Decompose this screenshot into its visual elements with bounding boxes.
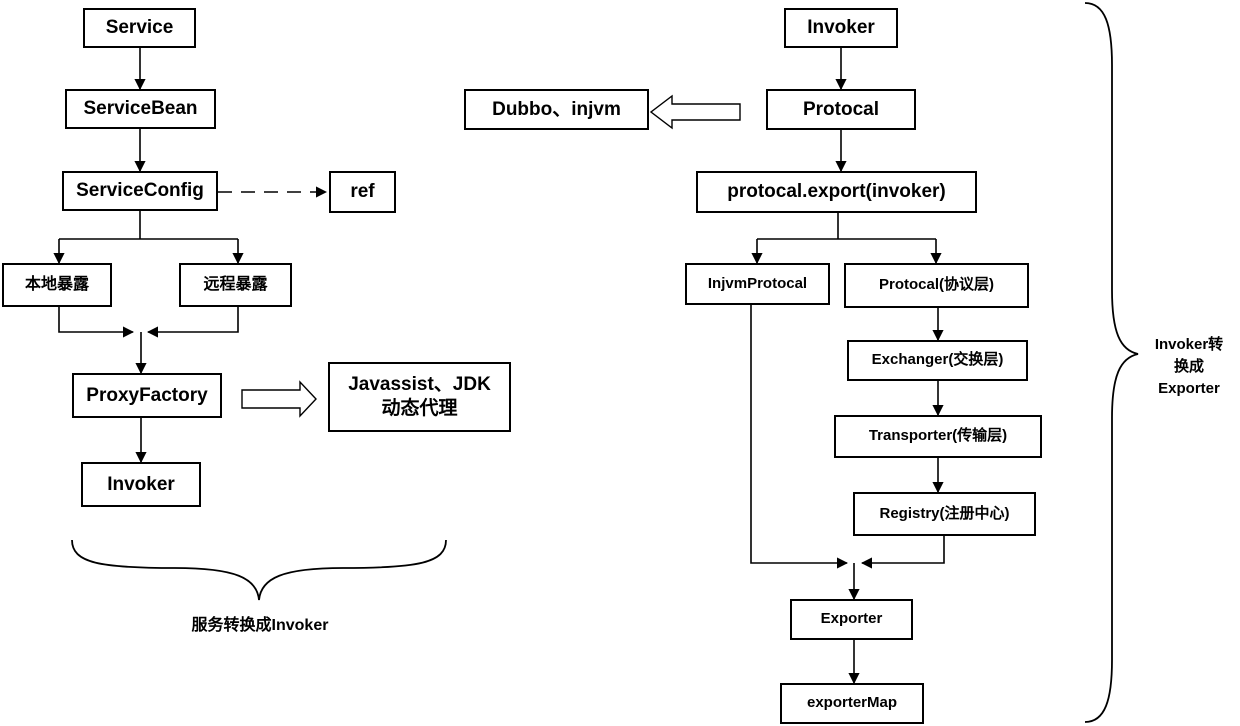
remote-export-box: 远程暴露: [179, 263, 292, 307]
right-brace-caption-line1: Invoker转: [1154, 336, 1224, 353]
protocal-impls-box: Dubbo、injvm: [464, 89, 649, 130]
left-brace-caption: 服务转换成Invoker: [191, 617, 329, 634]
brace-right: [1084, 2, 1139, 723]
proxy-impl-line1: Javassist、JDK: [348, 374, 491, 396]
protocal-export-box: protocal.export(invoker): [696, 171, 977, 213]
registry-layer-box: Registry(注册中心): [853, 492, 1036, 536]
hollow-arrow-protocal-impls: [649, 94, 741, 130]
hollow-arrow-proxy-impl: [241, 380, 317, 418]
right-brace-caption-line2: 换成: [1173, 357, 1204, 375]
line-registry-merge: [860, 536, 945, 569]
service-box: Service: [83, 8, 196, 48]
protocal-box: Protocal: [766, 89, 916, 130]
exportermap-box: exporterMap: [780, 683, 924, 724]
right-brace-caption-line3: Exporter: [1158, 379, 1220, 397]
right-brace-caption: Invoker转 换成 Exporter: [1140, 334, 1238, 399]
serviceconfig-box: ServiceConfig: [62, 171, 218, 211]
invoker-result-box: Invoker: [81, 462, 201, 507]
exchanger-layer-box: Exchanger(交换层): [847, 340, 1028, 381]
brace-left-bottom: [71, 539, 447, 601]
proxy-impl-line2: 动态代理: [381, 398, 458, 419]
ref-box: ref: [329, 171, 396, 213]
invoker-input-box: Invoker: [784, 8, 898, 48]
servicebean-box: ServiceBean: [65, 89, 216, 129]
proxy-impl-box: Javassist、JDK 动态代理: [328, 362, 511, 432]
proxyfactory-box: ProxyFactory: [72, 373, 222, 418]
transporter-layer-box: Transporter(传输层): [834, 415, 1042, 458]
local-export-box: 本地暴露: [2, 263, 112, 307]
line-injvm-merge: [750, 305, 849, 569]
protocal-layer-box: Protocal(协议层): [844, 263, 1029, 308]
line-local-export-merge: [58, 307, 135, 338]
exporter-box: Exporter: [790, 599, 913, 640]
injvmprotocal-box: InjvmProtocal: [685, 263, 830, 305]
line-remote-export-merge: [146, 307, 239, 338]
